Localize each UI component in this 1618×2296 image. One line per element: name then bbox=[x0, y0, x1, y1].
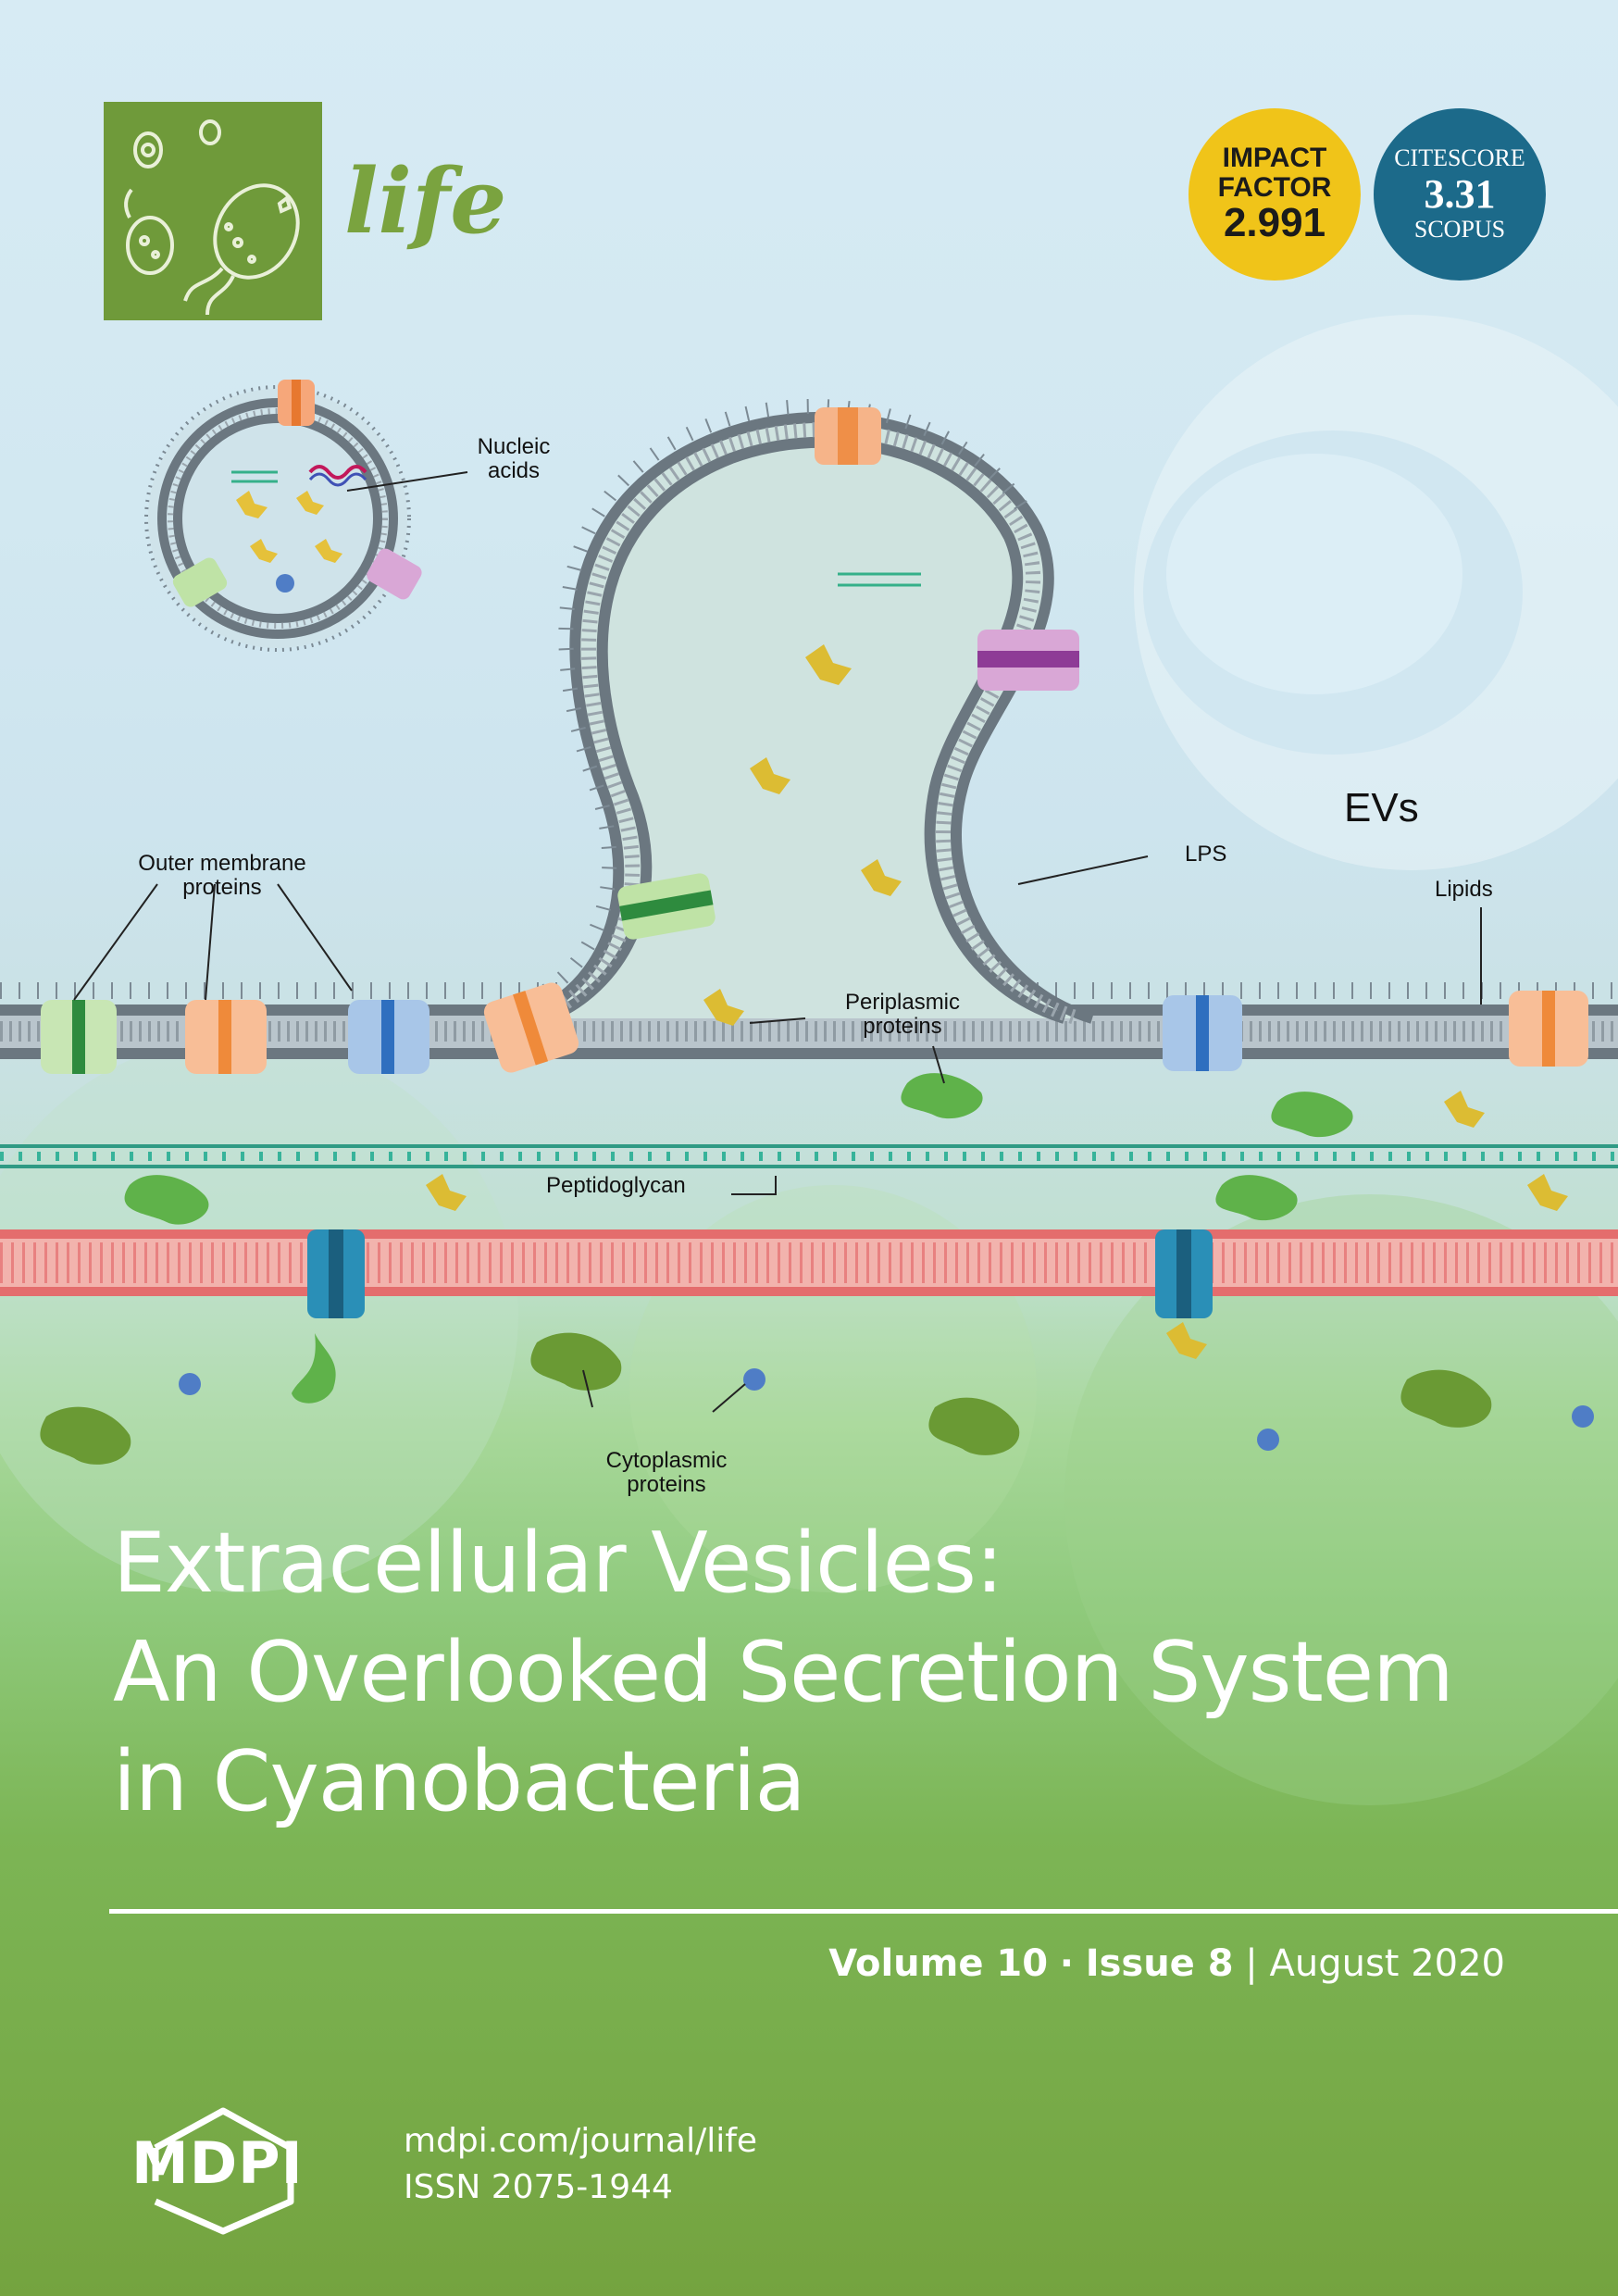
label-lps: LPS bbox=[1185, 842, 1227, 867]
issn: ISSN 2075-1944 bbox=[404, 2168, 673, 2206]
title-divider bbox=[109, 1909, 1618, 1914]
label-nucleic-acids-line2: acids bbox=[487, 458, 541, 484]
label-outer-membrane-proteins: Outer membrane proteins bbox=[111, 851, 333, 901]
mdpi-hexagon-icon bbox=[152, 2107, 294, 2235]
issue-label: Issue 8 bbox=[1085, 1942, 1234, 1985]
inner-membrane bbox=[0, 1229, 1618, 1318]
impact-factor-badge: IMPACT FACTOR 2.991 bbox=[1189, 108, 1361, 281]
small-vesicle bbox=[144, 380, 422, 652]
label-cytoplasmic-proteins: Cytoplasmic proteins bbox=[574, 1448, 759, 1498]
journal-url[interactable]: mdpi.com/journal/life bbox=[404, 2122, 758, 2160]
label-cytoplasmic-line2: proteins bbox=[627, 1472, 706, 1498]
label-peptidoglycan: Peptidoglycan bbox=[546, 1173, 686, 1198]
citescore-label: CITESCORE bbox=[1394, 144, 1525, 172]
citescore-value: 3.31 bbox=[1424, 170, 1496, 217]
label-cytoplasmic-line1: Cytoplasmic bbox=[605, 1448, 728, 1473]
journal-name: life bbox=[344, 149, 507, 254]
date-separator: | bbox=[1245, 1942, 1258, 1985]
publisher-name: MDPI bbox=[131, 2129, 304, 2197]
title-line-3: in Cyanobacteria bbox=[113, 1733, 806, 1830]
article-title: Extracellular Vesicles: An Overlooked Se… bbox=[113, 1509, 1557, 1837]
journal-logo-box bbox=[104, 102, 322, 320]
vesicle-illustration bbox=[0, 380, 1618, 1465]
impact-factor-label-1: IMPACT bbox=[1222, 143, 1327, 174]
issue-info: Volume 10 · Issue 8 | August 2020 bbox=[828, 1942, 1505, 1985]
impact-factor-label-2: FACTOR bbox=[1217, 171, 1332, 203]
title-line-2: An Overlooked Secretion System bbox=[113, 1624, 1454, 1721]
title-line-1: Extracellular Vesicles: bbox=[113, 1515, 1003, 1612]
label-periplasmic-line1: Periplasmic bbox=[844, 990, 961, 1015]
label-nucleic-acids: Nucleic acids bbox=[463, 434, 565, 484]
outer-membrane-proteins bbox=[41, 982, 1588, 1074]
label-outer-membrane-line2: proteins bbox=[182, 875, 262, 901]
label-lipids: Lipids bbox=[1435, 877, 1493, 902]
issue-separator: · bbox=[1059, 1942, 1074, 1985]
label-evs: EVs bbox=[1344, 785, 1419, 830]
scattered-proteins bbox=[40, 1073, 1594, 1465]
journal-url-block: mdpi.com/journal/life ISSN 2075-1944 bbox=[404, 2118, 757, 2211]
label-outer-membrane-line1: Outer membrane bbox=[138, 851, 306, 876]
label-periplasmic-proteins: Periplasmic proteins bbox=[815, 990, 990, 1040]
microbe-logo-icon bbox=[124, 119, 300, 316]
label-nucleic-acids-line1: Nucleic bbox=[477, 434, 551, 459]
impact-factor-value: 2.991 bbox=[1223, 200, 1326, 246]
citescore-source: SCOPUS bbox=[1413, 216, 1506, 243]
volume-label: Volume 10 bbox=[828, 1942, 1049, 1985]
label-periplasmic-line2: proteins bbox=[863, 1014, 942, 1040]
citescore-badge: CITESCORE 3.31 SCOPUS bbox=[1374, 108, 1546, 281]
label-leader-lines bbox=[73, 471, 1482, 1413]
budding-vesicle bbox=[506, 398, 1094, 1026]
peptidoglycan-layer bbox=[0, 1144, 1618, 1168]
issue-date: August 2020 bbox=[1269, 1942, 1506, 1985]
